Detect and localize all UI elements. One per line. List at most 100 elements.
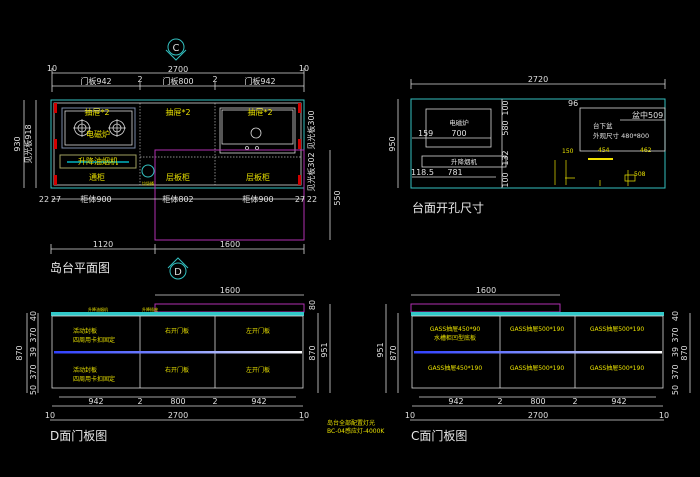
dim: 800 bbox=[530, 397, 545, 406]
dim: 150 bbox=[562, 148, 574, 155]
dim-depth: 见光板918 bbox=[23, 124, 33, 163]
dim-edge: 22 bbox=[39, 195, 49, 204]
dim-door: 门板942 bbox=[244, 76, 275, 86]
dim-depth: 见光板302 bbox=[306, 152, 316, 191]
dim-edge: 27 bbox=[295, 195, 305, 204]
dim: 942 bbox=[251, 397, 266, 406]
dim-edge: 22 bbox=[307, 195, 317, 204]
dim: 800 bbox=[170, 397, 185, 406]
dim-bottom: 1600 bbox=[220, 240, 240, 249]
small-label: 升降插座 bbox=[142, 306, 158, 312]
dim-body: 柜体802 bbox=[162, 194, 193, 204]
dim-door: 门板800 bbox=[162, 76, 193, 86]
cabinet-label: 通柜 bbox=[89, 172, 105, 182]
light-strip bbox=[54, 351, 302, 354]
dim: 159 bbox=[418, 129, 433, 138]
panel-label: 活动封板 bbox=[73, 327, 97, 335]
bin-icon bbox=[141, 164, 155, 178]
lighting-note: BC-04感应灯-4000K bbox=[327, 427, 385, 435]
dim: 370 bbox=[671, 364, 680, 379]
dim-body: 柜体900 bbox=[242, 194, 273, 204]
plan-title: 岛台平面图 bbox=[50, 260, 110, 275]
cabinet-front bbox=[51, 315, 304, 389]
drawer-label: GASS抽屉500*190 bbox=[590, 325, 644, 333]
dim: 132 bbox=[501, 150, 510, 165]
drawer-label: 抽屉*2 bbox=[84, 107, 109, 117]
dim-gap: 2 bbox=[137, 397, 142, 406]
dim-end: 10 bbox=[405, 411, 415, 420]
stove-label: 电磁炉 bbox=[449, 118, 469, 127]
dim: 100 bbox=[501, 172, 510, 187]
hood-label: 升降烟机 bbox=[451, 157, 478, 166]
dim-end: 10 bbox=[299, 411, 309, 420]
c-elevation: 1600 GASS抽屉450*90 水槽柜凹型底板 GASS抽屉500*190 … bbox=[376, 286, 691, 443]
dim: 40 bbox=[29, 311, 38, 321]
cabinet-front bbox=[411, 315, 664, 389]
dim-height: 951 bbox=[320, 342, 329, 357]
drawer-label: 水槽柜凹型底板 bbox=[434, 334, 476, 342]
dim: 80 bbox=[308, 300, 317, 310]
dim-edge: 27 bbox=[51, 195, 61, 204]
light-strip bbox=[414, 351, 662, 354]
dim: 580 bbox=[501, 120, 510, 135]
dim: 50 bbox=[29, 385, 38, 395]
dim-top: 1600 bbox=[220, 286, 240, 295]
sink-label: 台下盆 bbox=[593, 121, 613, 130]
d-elevation: 1600 升降油烟机 升降插座 活动封板 四周用卡扣固定 右开门板 左开门板 活… bbox=[15, 286, 331, 443]
d-elevation-title: D面门板图 bbox=[50, 428, 107, 443]
panel-label: 四周用卡扣固定 bbox=[73, 336, 115, 344]
drawer-label: 抽屉*2 bbox=[165, 107, 190, 117]
dim: 942 bbox=[611, 397, 626, 406]
dim: 462 bbox=[640, 147, 652, 154]
section-marker-d: D bbox=[167, 257, 189, 280]
dim-gap: 2 bbox=[212, 397, 217, 406]
dim-depth: 930 bbox=[13, 136, 22, 151]
panel-label: 活动封板 bbox=[73, 366, 97, 374]
dim: 370 bbox=[29, 364, 38, 379]
cutout-view: 2720 950 电磁炉 700 159 升降烟机 781 118.5 100 … bbox=[388, 75, 666, 215]
drawer-label: 抽屉*2 bbox=[247, 107, 272, 117]
extension-table-outline bbox=[154, 149, 305, 241]
countertop bbox=[51, 312, 304, 316]
dim-body: 柜体900 bbox=[80, 194, 111, 204]
drawer-label: GASS抽屉500*190 bbox=[510, 364, 564, 372]
dim-end: 10 bbox=[45, 411, 55, 420]
dim: 盆中509 bbox=[632, 110, 663, 120]
extension-table bbox=[410, 303, 561, 313]
section-marker-c: C bbox=[165, 38, 187, 61]
bin-label: 垃圾桶 bbox=[142, 180, 154, 186]
cabinet-label: 层板柜 bbox=[246, 172, 270, 182]
dim: 508 bbox=[634, 171, 646, 178]
sink-cutout bbox=[579, 107, 666, 152]
dim-depth: 550 bbox=[333, 190, 342, 205]
dim: 942 bbox=[88, 397, 103, 406]
marker-label: D bbox=[174, 267, 182, 278]
burner-icon bbox=[108, 119, 126, 137]
dim-gap: 2 bbox=[572, 397, 577, 406]
sink-size: 外观尺寸 480*800 bbox=[593, 131, 649, 140]
dim: 454 bbox=[598, 147, 610, 154]
panel-label: 左开门板 bbox=[246, 327, 270, 335]
dim-height: 951 bbox=[376, 342, 385, 357]
drawer-label: GASS抽屉450*190 bbox=[428, 364, 482, 372]
dim-end: 10 bbox=[47, 64, 57, 73]
drawer-label: GASS抽屉500*190 bbox=[590, 364, 644, 372]
dim-total: 2720 bbox=[528, 75, 548, 84]
hood-outline bbox=[59, 154, 137, 169]
dim-depth: 见光板300 bbox=[306, 110, 316, 149]
dim: 39 bbox=[671, 347, 680, 357]
dim: 96 bbox=[568, 99, 578, 108]
dim-top: 1600 bbox=[476, 286, 496, 295]
panel-label: 右开门板 bbox=[165, 327, 189, 335]
dim-height: 870 bbox=[680, 345, 689, 360]
burner-icon bbox=[73, 119, 91, 137]
small-label: 升降油烟机 bbox=[88, 306, 108, 312]
panel-label: 四周用卡扣固定 bbox=[73, 375, 115, 383]
extension-table bbox=[154, 303, 305, 313]
dim-bottom: 1120 bbox=[93, 240, 113, 249]
dim: 370 bbox=[671, 327, 680, 342]
dim-door: 门板942 bbox=[80, 76, 111, 86]
hood-label: 升降油烟机 bbox=[78, 156, 118, 166]
